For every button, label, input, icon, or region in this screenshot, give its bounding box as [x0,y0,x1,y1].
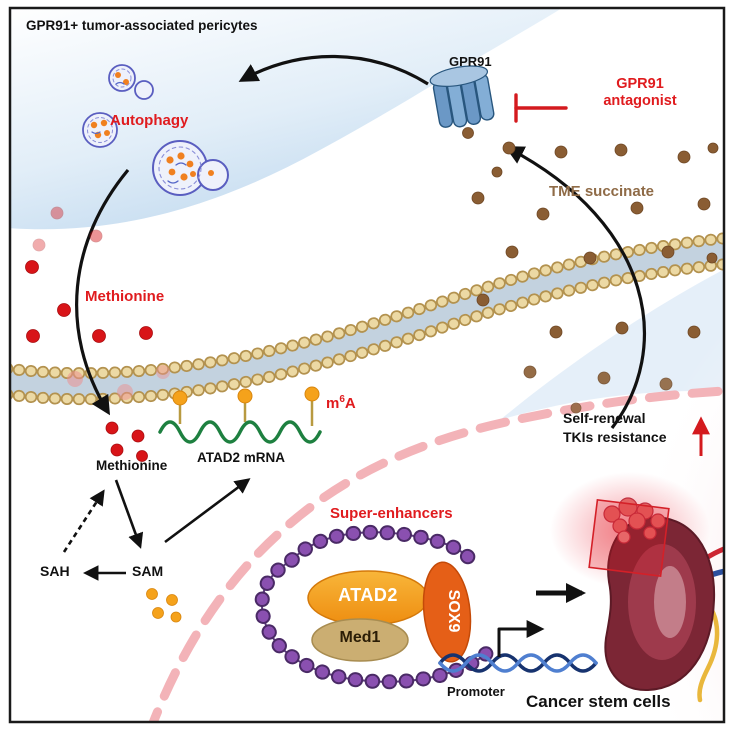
autophagy-label: Autophagy [110,112,189,129]
cancer-stem-cells-label: Cancer stem cells [526,692,671,711]
tumor-highlight-square [588,498,670,578]
succinate-dot [462,127,474,139]
sox9-protein [422,561,472,663]
m6a-sup: 6 [339,394,345,405]
arrow-receptor-to-autophagy [238,54,429,86]
self-renewal-label: Self-renewal [563,410,646,426]
arrow-sah-recycle [62,489,105,553]
methionine-cycle-arrows [62,478,251,581]
nuclear-envelope [148,386,723,721]
med1-protein-label: Med1 [339,629,381,646]
gpr91-antagonist-label: GPR91 antagonist [603,76,677,110]
m6a-mark [172,390,188,406]
m6a-mark [304,386,320,402]
inhibition-bar [514,93,568,123]
kidney-pelvis [654,566,686,638]
sah-label: SAH [40,563,70,579]
plasma-membrane [11,232,723,406]
m6a-label: m6A [326,394,356,412]
m6a-base: m [326,395,340,412]
methionine-intracellular-label: Methionine [96,458,168,473]
m6a-mark [237,388,253,404]
tumor-mass [603,497,666,544]
m6a-tail: A [344,395,356,412]
sam-label: SAM [132,563,164,579]
atad2-mrna-label: ATAD2 mRNA [197,450,286,465]
sox9-protein-label: SOX9 [445,589,462,633]
atad2-protein-label: ATAD2 [338,585,398,605]
succinate-dots [471,141,719,414]
chromatin-loop [254,524,498,690]
gpr91-receptor [429,65,495,128]
membrane-methionine-blob [67,371,83,387]
methionine-dots [25,206,153,462]
arrow-methionine-uptake [75,168,130,416]
arrow-sam-to-mrna [164,478,251,544]
autophagy-vesicle [108,64,154,100]
pericyte-cell-region [11,9,561,230]
sam-dots [146,588,182,623]
tme-succinate-label: TME succinate [549,183,655,200]
med1-protein [311,618,409,662]
super-enhancers-label: Super-enhancers [330,505,453,522]
gpr91-label: GPR91 [449,54,492,69]
autophagy-vesicle [82,112,118,148]
transcription-arrow [497,620,545,657]
autophagy-vesicles [82,64,229,196]
atad2-mrna [158,386,322,444]
mrna-wave [158,420,322,444]
methionine-extracellular-label: Methionine [85,288,165,305]
arrow-methionine-to-sam [114,479,144,549]
dna-helix [438,653,598,673]
membrane-methionine-blob [117,384,133,400]
figure-title: GPR91+ tumor-associated pericytes [26,18,258,33]
membrane-methionine-blob [156,365,170,379]
tkis-resistance-label: TKIs resistance [563,429,667,445]
autophagosome [152,140,229,196]
arrow-succinate-to-receptor [504,146,647,429]
kidney-illustration [550,472,723,703]
promoter-label: Promoter [447,684,505,699]
figure-border [8,6,726,724]
